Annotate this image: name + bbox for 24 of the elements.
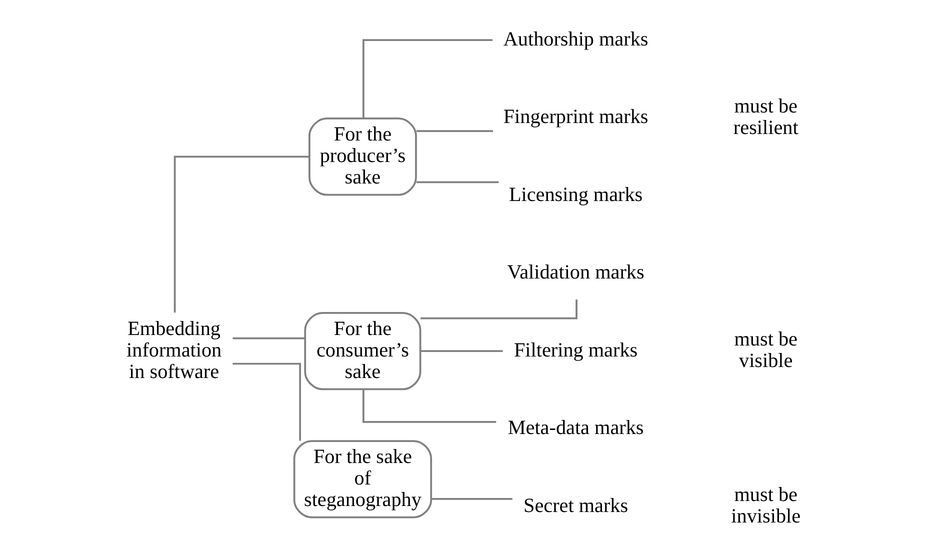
node-text: Validation marks (507, 262, 644, 284)
node-text: Licensing marks (508, 184, 643, 206)
connector (362, 389, 496, 423)
node-box: For the consumer’s sake (304, 312, 422, 390)
node-text: Filtering marks (514, 339, 638, 362)
node-box: For the producer’s sake (308, 118, 417, 196)
connector (174, 156, 310, 313)
node-text: Secret marks (524, 494, 628, 517)
connector (420, 350, 503, 352)
connector (232, 362, 301, 441)
connector (416, 181, 499, 184)
node-box: For the sake of steganography (293, 440, 432, 518)
connector (362, 39, 492, 118)
connector (232, 337, 305, 340)
connector (420, 299, 578, 320)
node-text: Embedding information in software (126, 318, 222, 383)
connector (416, 130, 493, 132)
node-text: Fingerprint marks (503, 106, 648, 128)
label: must be visible (734, 328, 798, 372)
node-text: Authorship marks (503, 28, 648, 50)
connector (431, 498, 512, 500)
node-text: Meta-data marks (508, 417, 644, 440)
label: must be resilient (733, 95, 798, 139)
label: must be invisible (731, 484, 801, 528)
